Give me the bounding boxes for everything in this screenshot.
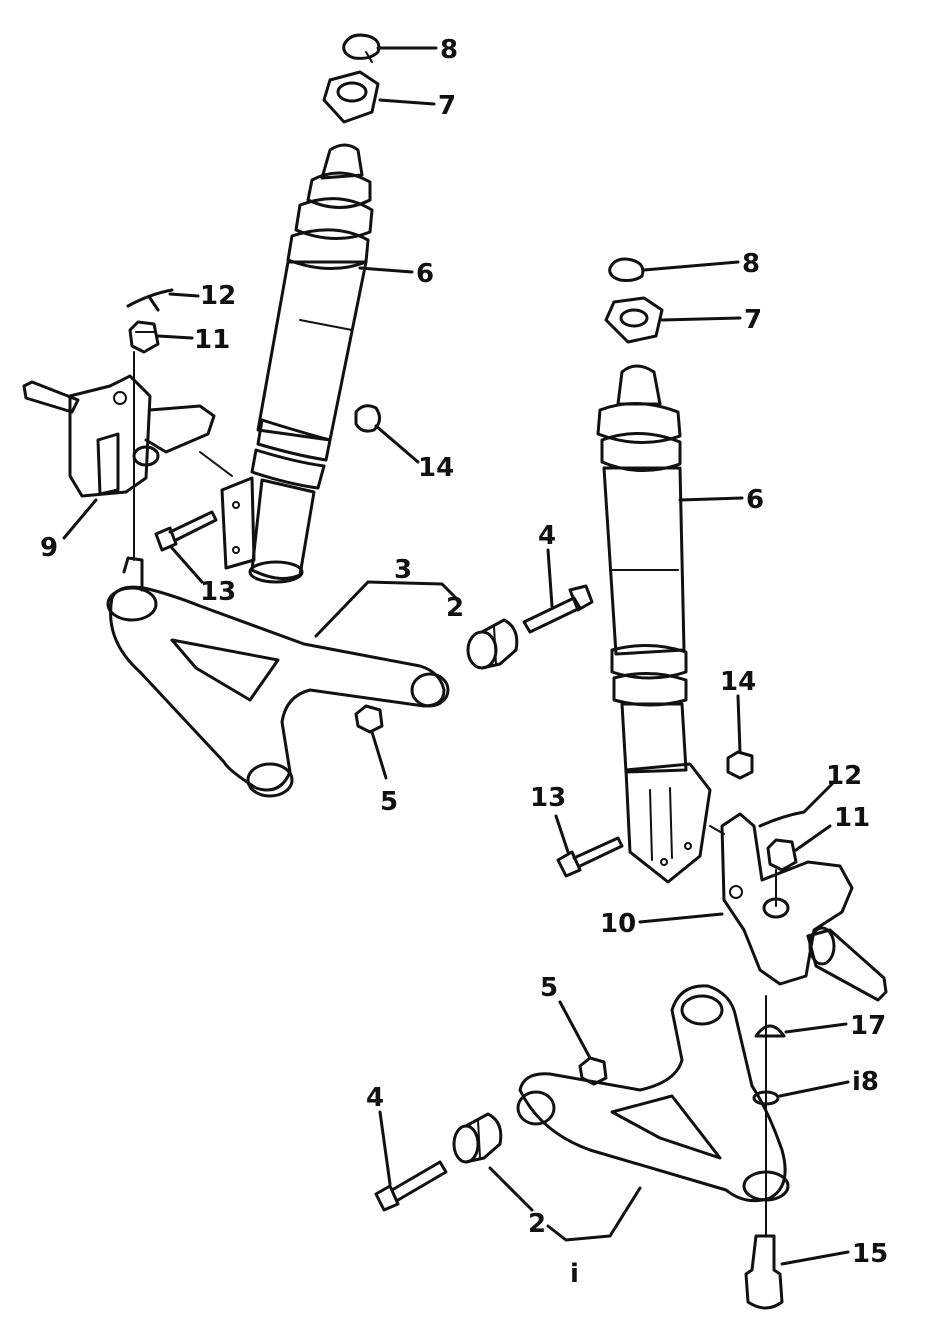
callout-10: 10 xyxy=(600,909,636,939)
bushing-right xyxy=(452,1112,503,1164)
leader-14-right xyxy=(736,694,742,754)
callout-2-left: 2 xyxy=(446,593,464,623)
callout-2-right: 2 xyxy=(528,1209,546,1239)
axis-line-right-shock xyxy=(709,825,725,835)
callout-17: 17 xyxy=(850,1011,886,1041)
leader-7-left xyxy=(378,98,436,106)
nut-14-left xyxy=(354,404,381,433)
steering-knuckle-right xyxy=(720,812,888,1002)
leader-5-right xyxy=(558,1000,592,1060)
leader-8-right xyxy=(642,260,740,272)
leader-5-left xyxy=(370,730,388,780)
leader-15 xyxy=(780,1250,850,1266)
leader-3 xyxy=(314,580,462,638)
leader-9 xyxy=(62,498,98,540)
shock-absorber-left xyxy=(220,143,374,584)
callout-18: i8 xyxy=(852,1067,879,1097)
callout-1: i xyxy=(570,1259,579,1289)
leader-4-right xyxy=(378,1110,392,1186)
callout-6-right: 6 xyxy=(746,485,764,515)
leader-10 xyxy=(638,912,724,924)
callout-11-right: 11 xyxy=(834,803,870,833)
nut-5-right xyxy=(578,1056,608,1086)
ball-joint-pin xyxy=(744,1234,784,1310)
control-arm-right xyxy=(516,984,790,1203)
cotter-pin-right xyxy=(758,810,806,828)
leader-11-left xyxy=(156,334,194,340)
callout-15: 15 xyxy=(852,1239,888,1269)
control-arm-left xyxy=(106,556,450,798)
axis-line-left-shock xyxy=(199,451,233,477)
callout-13-right: 13 xyxy=(530,783,566,813)
castle-nut-right xyxy=(766,838,798,872)
dust-boot xyxy=(754,1024,786,1038)
bolt-4-right xyxy=(374,1160,448,1212)
callout-4-right: 4 xyxy=(366,1083,384,1113)
callout-12-right: 12 xyxy=(826,761,862,791)
leader-17 xyxy=(784,1022,848,1034)
callout-13-left: 13 xyxy=(200,577,236,607)
leader-6-left xyxy=(358,266,414,274)
bushing-left xyxy=(466,618,519,670)
callout-7-left: 7 xyxy=(438,91,456,121)
leader-4-left xyxy=(546,548,554,608)
callout-7-right: 7 xyxy=(744,305,762,335)
nut-left xyxy=(322,70,380,124)
leader-18 xyxy=(778,1080,850,1098)
callout-4-left: 4 xyxy=(538,521,556,551)
callout-8-right: 8 xyxy=(742,249,760,279)
circlip-left xyxy=(342,33,381,63)
leader-13-left xyxy=(170,546,204,584)
leader-14-left xyxy=(374,424,420,464)
callout-5-right: 5 xyxy=(540,973,558,1003)
steering-knuckle-left xyxy=(22,374,216,498)
leader-12-left xyxy=(168,292,200,298)
castle-nut-left xyxy=(128,320,160,354)
leader-7-right xyxy=(660,316,742,322)
leader-6-right xyxy=(678,496,744,502)
nut-14-right xyxy=(726,750,754,780)
callout-14-right: 14 xyxy=(720,667,756,697)
bolt-13-left xyxy=(154,510,218,552)
callout-12-left: 12 xyxy=(200,281,236,311)
cotter-pin-left xyxy=(126,288,174,312)
bolt-4-left xyxy=(522,584,594,634)
callout-14-left: 14 xyxy=(418,453,454,483)
leader-2-right xyxy=(488,1166,534,1212)
leader-11-right xyxy=(794,824,832,852)
bolt-13-right xyxy=(556,836,624,878)
callout-8-left: 8 xyxy=(440,35,458,65)
callout-11-left: 11 xyxy=(194,325,230,355)
circlip-right xyxy=(608,257,645,282)
leader-13-right xyxy=(554,814,570,854)
leader-12-right xyxy=(802,782,834,814)
shock-absorber-right xyxy=(596,364,712,884)
callout-9: 9 xyxy=(40,533,58,563)
callout-5-left: 5 xyxy=(380,787,398,817)
callout-6-left: 6 xyxy=(416,259,434,289)
callout-3: 3 xyxy=(394,555,412,585)
leader-1 xyxy=(546,1186,642,1242)
nut-right xyxy=(604,296,664,344)
nut-5-left xyxy=(354,704,384,734)
